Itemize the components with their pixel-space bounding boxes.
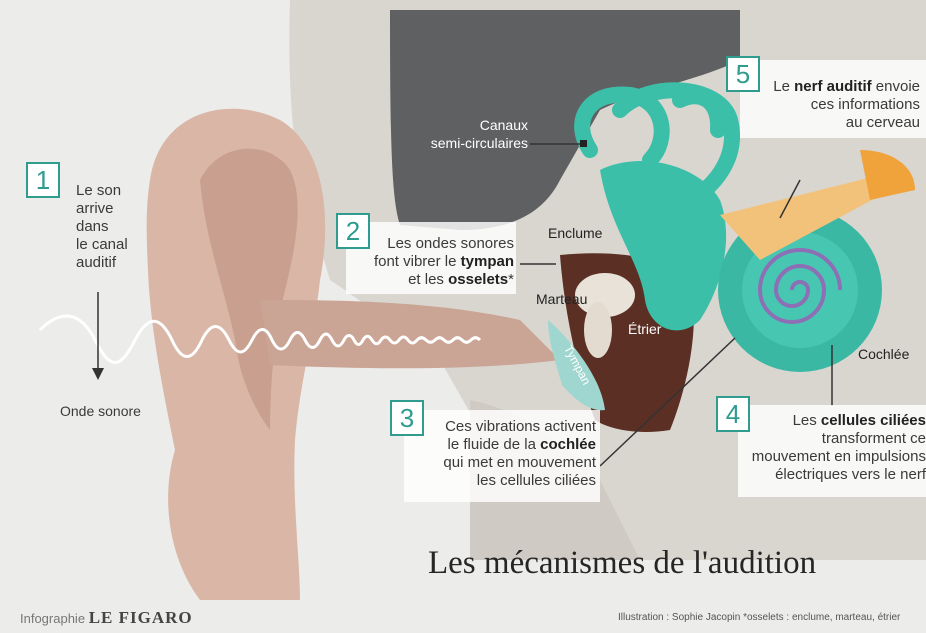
step-1-number: 1	[26, 162, 60, 198]
le-figaro-logo: LE FIGARO	[89, 608, 193, 627]
step-3-text: Ces vibrations activent le fluide de la …	[412, 418, 596, 490]
marteau-label: Marteau	[536, 290, 587, 308]
step-5-text: Le nerf auditif envoie ces informations …	[760, 78, 920, 132]
page-title: Les mécanismes de l'audition	[428, 545, 816, 582]
footer-brand: Infographie LE FIGARO	[20, 608, 193, 628]
etrier-label: Étrier	[628, 320, 661, 338]
step-1-text: Le son arrive dans le canal auditif	[76, 182, 128, 272]
onde-sonore-label: Onde sonore	[60, 402, 141, 420]
step-4-text: Les cellules ciliées transforment ce mou…	[736, 412, 926, 484]
step-5-number: 5	[726, 56, 760, 92]
canals-label: Canaux semi-circulaires	[412, 116, 528, 152]
footer-prefix: Infographie	[20, 611, 85, 626]
cochlee-label: Cochlée	[858, 345, 909, 363]
enclume-label: Enclume	[548, 224, 602, 242]
footer-credit: Illustration : Sophie Jacopin *osselets …	[618, 612, 900, 623]
step-2-text: Les ondes sonores font vibrer le tympan …	[356, 235, 514, 289]
